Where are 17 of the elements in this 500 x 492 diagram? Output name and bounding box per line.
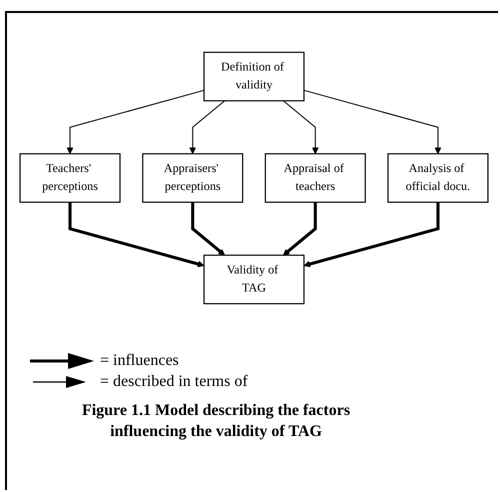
process-box: Appraisers' perceptions <box>142 153 244 203</box>
process-box: Teachers' perceptions <box>19 153 121 203</box>
legend-text: = described in terms of <box>100 372 248 390</box>
process-box: Analysis of official docu. <box>387 153 489 203</box>
arrow <box>189 100 226 154</box>
legend-text: = influences <box>100 352 179 370</box>
process-box: Validity of TAG <box>203 254 305 304</box>
figure-caption: Figure 1.1 Model describing the factors influencing the validity of TAG <box>80 401 352 442</box>
arrow <box>282 100 319 154</box>
arrow <box>68 202 204 268</box>
arrow <box>303 90 442 154</box>
process-box: Definition of validity <box>203 52 305 102</box>
arrow <box>282 202 317 256</box>
arrow <box>304 202 440 268</box>
arrow <box>191 202 226 256</box>
process-box: Appraisal of teachers <box>264 153 366 203</box>
arrow <box>66 90 205 154</box>
